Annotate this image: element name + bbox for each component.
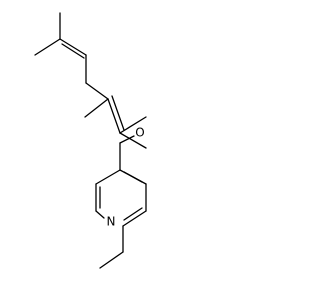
bond-methyl-c3 [84,98,109,118]
ring-bond-7 [95,169,121,185]
ring-bond-4 [122,210,147,227]
structure-canvas: O N [34,12,147,269]
skeletal-formula: O N [34,12,147,269]
bond-methyl-a [34,38,61,56]
bond-chain-2 [85,82,109,100]
nitrogen-atom-label: N [107,215,116,229]
oxygen-atom-label: O [135,126,144,140]
bond-double-1-b [61,43,85,59]
bond-double-2-a [107,98,121,134]
bond-ch2 [119,116,147,134]
bond-double-2-b [111,95,125,131]
ring-bond-4-inner [123,207,143,221]
ring-bond-5 [95,210,105,219]
bond-o-ring [119,135,135,144]
bond-ethyl-2 [99,251,124,269]
bond-double-1-a [59,38,87,56]
bond-c-o [119,132,147,149]
ring-bond-2-inner [123,171,143,183]
